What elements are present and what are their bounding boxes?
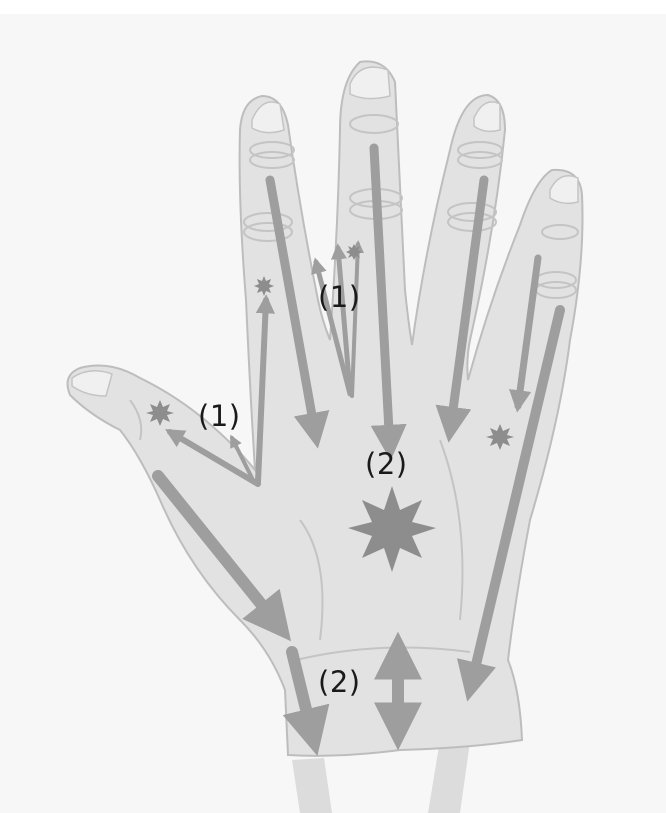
- pain-star-middle-base: [346, 244, 362, 260]
- label-palm-center: (2): [365, 450, 408, 479]
- label-wrist: (2): [318, 668, 361, 697]
- right-hand-dorsal-icon: [68, 61, 583, 755]
- label-thumb-flexion: (1): [198, 402, 241, 431]
- pain-star-index-base: [254, 276, 274, 296]
- label-fingers-flexion: (1): [318, 283, 361, 312]
